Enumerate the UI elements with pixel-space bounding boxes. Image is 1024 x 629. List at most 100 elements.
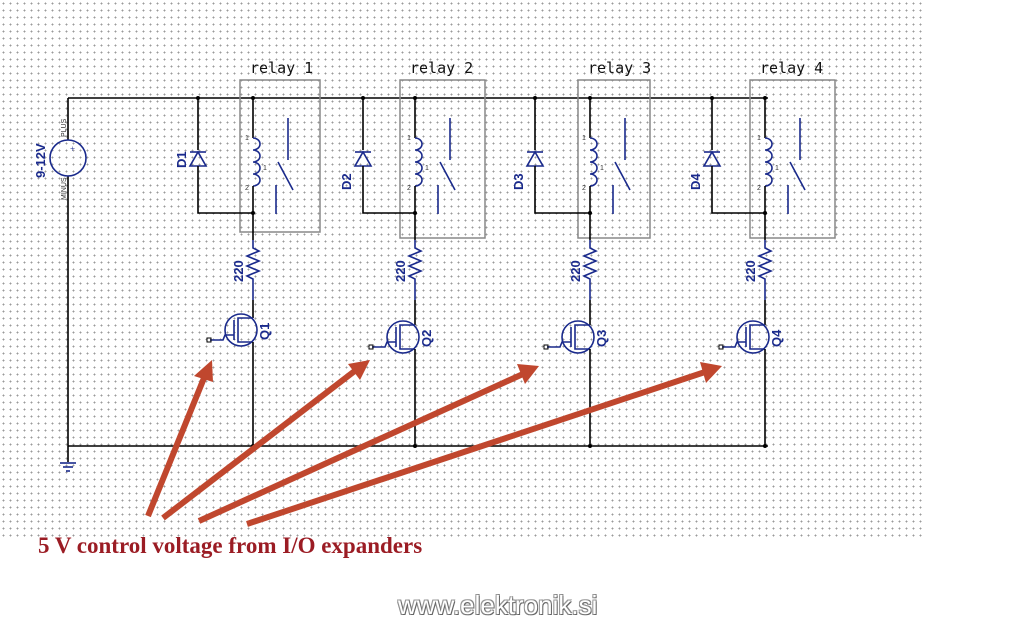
transistor-label: Q2 <box>419 330 434 347</box>
switch-blade-icon <box>439 161 456 191</box>
arrow-head-q3 <box>517 364 539 384</box>
coil-pin-1: 1 <box>245 135 249 142</box>
diode-wire-bottom <box>197 166 253 214</box>
mosfet-channel <box>237 317 253 343</box>
diode-icon <box>525 150 545 167</box>
junction-dot <box>763 444 767 448</box>
junction-dot <box>763 96 767 100</box>
mosfet-icon <box>386 320 420 354</box>
relay-label: relay 3 <box>588 59 651 77</box>
diode-wire-bottom <box>362 166 415 214</box>
relay-label: relay 4 <box>760 59 823 77</box>
mosfet-icon <box>736 320 770 354</box>
switch-blade-icon <box>277 161 294 191</box>
relay-label: relay 2 <box>410 59 473 77</box>
relay-outline <box>577 79 651 239</box>
junction-dot <box>588 444 592 448</box>
watermark: www.elektronik.si <box>398 590 598 620</box>
switch-label: 1 <box>263 165 267 172</box>
arrow-head-q2 <box>348 360 370 380</box>
diode-label: D1 <box>174 151 189 168</box>
transistor-label: Q4 <box>769 329 784 347</box>
coil-pin-2: 2 <box>407 185 411 192</box>
mosfet-icon <box>561 320 595 354</box>
diode-wire-bottom <box>534 166 590 214</box>
junction-dot <box>196 96 200 100</box>
relay-outline <box>399 79 486 239</box>
voltage-source: + 9-12V PLUS MINUS <box>33 118 87 200</box>
diode-icon <box>188 150 208 167</box>
relay-coil-icon <box>252 137 261 187</box>
source-minus-label: MINUS <box>61 177 68 200</box>
junction-dot <box>413 444 417 448</box>
source-plus-label: PLUS <box>61 118 68 137</box>
mosfet-channel <box>749 324 765 350</box>
transistor-label: Q3 <box>594 330 609 347</box>
diode-label: D3 <box>511 173 526 190</box>
coil-pin-2: 2 <box>245 185 249 192</box>
relay-outline <box>749 79 836 239</box>
diode-label: D2 <box>339 173 354 190</box>
gate-lead <box>210 334 234 341</box>
gate-input-pin <box>718 344 724 350</box>
gate-lead <box>722 341 746 348</box>
source-voltage-label: 9-12V <box>33 143 48 178</box>
coil-pin-1: 1 <box>407 135 411 142</box>
resistor-label: 220 <box>393 260 408 282</box>
arrow-line-q3 <box>197 371 525 524</box>
gate-lead <box>547 341 571 348</box>
diode-icon <box>702 150 722 167</box>
voltage-source-symbol <box>49 139 87 177</box>
resistor-icon <box>406 240 424 300</box>
relay-coil-icon <box>589 137 598 187</box>
resistor-icon <box>244 240 262 300</box>
relay-outline <box>239 79 321 233</box>
resistor-label: 220 <box>231 260 246 282</box>
arrow-line-q1 <box>145 376 207 518</box>
junction-dot <box>533 96 537 100</box>
relay-coil-icon <box>764 137 773 187</box>
junction-dot <box>251 96 255 100</box>
junction-dot <box>413 96 417 100</box>
switch-blade-icon <box>614 161 631 191</box>
junction-dot <box>361 96 365 100</box>
coil-pin-2: 2 <box>582 185 586 192</box>
diode-label: D4 <box>688 173 703 190</box>
resistor-label: 220 <box>743 260 758 282</box>
resistor-icon <box>581 240 599 300</box>
diode-icon <box>353 150 373 167</box>
relay-coil-icon <box>414 137 423 187</box>
resistor-icon <box>756 240 774 300</box>
switch-label: 1 <box>775 165 779 172</box>
junction-dot <box>588 96 592 100</box>
gate-input-pin <box>206 337 212 343</box>
coil-pin-1: 1 <box>582 135 586 142</box>
plus-sign: + <box>70 144 75 154</box>
ground-symbol <box>60 446 76 472</box>
gate-input-pin <box>543 344 549 350</box>
junction-dot <box>710 96 714 100</box>
mosfet-channel <box>574 324 590 350</box>
arrow-head-q4 <box>700 362 722 383</box>
arrow-line-q4 <box>246 369 706 527</box>
arrow-head-q1 <box>194 360 213 382</box>
switch-blade-icon <box>789 161 806 191</box>
gate-lead <box>372 341 396 348</box>
resistor-label: 220 <box>568 260 583 282</box>
mosfet-icon <box>224 313 258 347</box>
diode-wire-bottom <box>711 166 765 214</box>
switch-label: 1 <box>425 165 429 172</box>
coil-pin-2: 2 <box>757 185 761 192</box>
control-arrows <box>145 360 722 527</box>
arrow-line-q2 <box>161 367 358 521</box>
coil-pin-1: 1 <box>757 135 761 142</box>
mosfet-channel <box>399 324 415 350</box>
transistor-label: Q1 <box>257 323 272 340</box>
gate-input-pin <box>368 344 374 350</box>
